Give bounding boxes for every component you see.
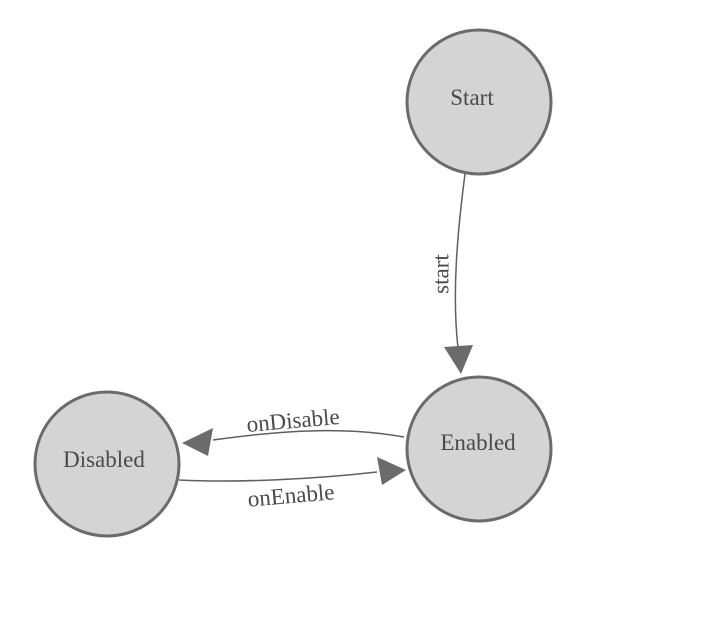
arrowhead-left-icon (182, 428, 213, 456)
state-label-disabled: Disabled (63, 447, 145, 472)
edge-label-ondisable: onDisable (245, 404, 340, 437)
arrowhead-right-icon (377, 457, 406, 485)
edge-label-start: start (429, 254, 454, 294)
transition-edge-onenable[interactable]: onEnable (178, 457, 406, 512)
transition-edge-ondisable[interactable]: onDisable (182, 404, 405, 456)
state-node-enabled[interactable]: Enabled (405, 375, 553, 523)
edge-label-onenable: onEnable (247, 479, 336, 511)
state-label-start: Start (450, 85, 494, 110)
state-node-disabled[interactable]: Disabled (33, 390, 181, 538)
edge-line-start (454, 173, 466, 349)
transition-edge-start[interactable]: start (429, 173, 474, 374)
state-label-enabled: Enabled (440, 430, 516, 455)
state-node-start[interactable]: Start (405, 28, 553, 176)
arrowhead-down-icon (444, 345, 473, 374)
state-circle-disabled (33, 390, 181, 538)
state-circle-start (405, 28, 553, 176)
state-circle-enabled (405, 375, 553, 523)
edge-line-onenable (178, 471, 378, 482)
edge-line-ondisable (212, 429, 405, 441)
